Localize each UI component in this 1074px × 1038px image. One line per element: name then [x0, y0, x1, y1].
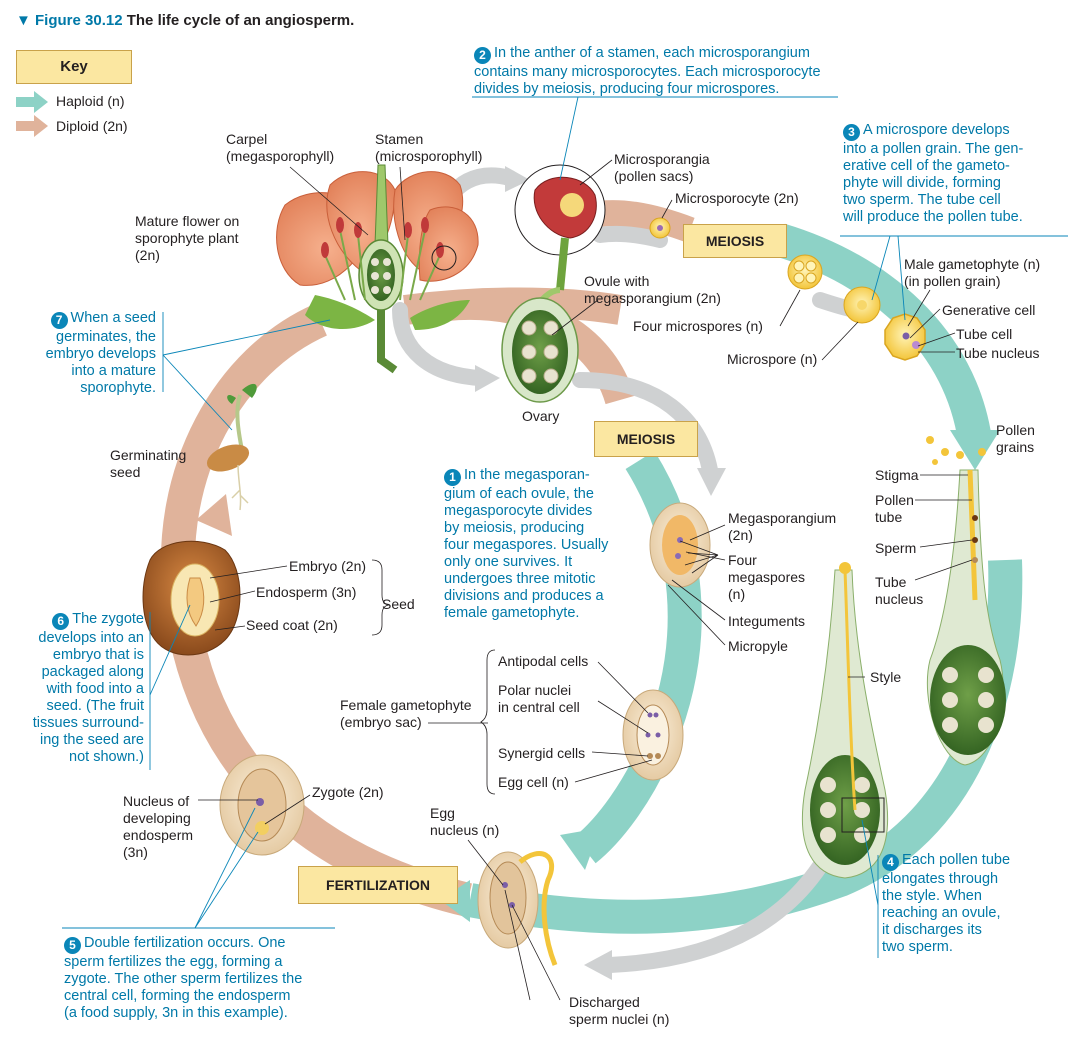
- note-7-text: When a seed germinates, the embryo devel…: [45, 310, 156, 396]
- label-endosperm: Endosperm (3n): [256, 584, 357, 600]
- meiosis-top-stage: MEIOSIS: [683, 224, 787, 258]
- label-discharged-sperm: Discharged sperm nuclei (n): [569, 994, 670, 1027]
- note-4-text: Each pollen tube elongates through the s…: [882, 852, 1011, 955]
- label-pollen-grains: Pollen grains: [996, 422, 1035, 455]
- note-7-number: 7: [50, 312, 68, 329]
- label-integuments: Integuments: [728, 613, 806, 629]
- note-2-number: 2: [474, 47, 491, 64]
- label-egg-nucleus: Egg nucleus (n): [430, 805, 500, 838]
- label-germinating-seed: Germinating seed: [110, 447, 187, 480]
- note-5-number: 5: [64, 937, 81, 954]
- label-seed: Seed: [382, 596, 415, 612]
- label-synergid-cells: Synergid cells: [498, 745, 586, 761]
- label-carpel: Carpel (megasporophyll): [226, 131, 335, 164]
- microspore-stages: [649, 217, 926, 361]
- key-arrows: [16, 91, 48, 137]
- label-micropyle: Micropyle: [728, 638, 788, 654]
- label-sperm: Sperm: [875, 540, 917, 556]
- process-arrows: [392, 167, 863, 973]
- label-four-megaspores: Four megaspores (n): [728, 552, 806, 602]
- label-leader-lines: [198, 159, 973, 1001]
- seed-illustration: [142, 540, 241, 656]
- megasporangium-ovule: [649, 502, 711, 588]
- label-stamen: Stamen (microsporophyll): [375, 131, 483, 164]
- label-zygote: Zygote (2n): [312, 784, 384, 800]
- flower-illustration: [276, 164, 479, 374]
- embryo-sac-ovule: [622, 689, 684, 781]
- note-2-text: In the anther of a stamen, each microspo…: [474, 45, 821, 97]
- label-nucleus-endosperm: Nucleus of developing endosperm (3n): [123, 793, 194, 860]
- key-haploid-label: Haploid (n): [56, 93, 125, 109]
- label-four-microspores: Four microspores (n): [633, 318, 763, 334]
- note-leader-lines: [62, 96, 1068, 958]
- label-microspore: Microspore (n): [727, 351, 818, 367]
- label-seed-coat: Seed coat (2n): [246, 617, 338, 633]
- anther-closeup: [514, 164, 606, 291]
- seedling-illustration: [206, 383, 257, 511]
- label-pollen-tube: Pollen tube: [875, 492, 914, 525]
- label-female-gametophyte: Female gametophyte (embryo sac): [340, 697, 472, 730]
- figure-title: ▼ Figure 30.12 The life cycle of an angi…: [16, 12, 354, 29]
- label-microsporocyte: Microsporocyte (2n): [675, 190, 799, 206]
- label-tube-nucleus: Tube nucleus: [875, 574, 924, 607]
- figure-caption: The life cycle of an angiosperm.: [126, 12, 355, 29]
- label-antipodal-cells: Antipodal cells: [498, 653, 589, 669]
- figure-number: ▼ Figure 30.12: [16, 12, 123, 29]
- label-ovule: Ovule with megasporangium (2n): [584, 273, 721, 306]
- note-6-text: The zygote develops into an embryo that …: [32, 611, 144, 765]
- label-polar-nuclei: Polar nuclei in central cell: [498, 682, 580, 715]
- note-3-number: 3: [843, 124, 860, 141]
- note-4-number: 4: [882, 854, 899, 871]
- zygote-ovule: [219, 754, 305, 856]
- note-1-text: In the megasporan- gium of each ovule, t…: [444, 467, 609, 621]
- pistil-illustrations: [801, 436, 1006, 879]
- fertilization-ovule: [477, 851, 558, 966]
- label-microsporangia: Microsporangia (pollen sacs): [614, 151, 710, 184]
- ovary-illustration: [501, 287, 579, 403]
- label-embryo: Embryo (2n): [289, 558, 367, 574]
- label-generative-cell: Generative cell: [942, 302, 1036, 318]
- meiosis-mid-stage: MEIOSIS: [594, 421, 698, 457]
- label-egg-cell: Egg cell (n): [498, 774, 569, 790]
- note-5-text: Double fertilization occurs. One sperm f…: [64, 935, 303, 1021]
- label-megasporangium: Megasporangium (2n): [728, 510, 837, 543]
- label-ovary: Ovary: [522, 408, 560, 424]
- key-diploid-label: Diploid (2n): [56, 118, 128, 134]
- label-style: Style: [870, 669, 902, 685]
- label-tube-cell: Tube cell: [956, 326, 1013, 342]
- note-1-number: 1: [444, 469, 461, 486]
- label-mature-flower: Mature flower on sporophyte plant (2n): [135, 213, 240, 263]
- label-tube-nucleus-top: Tube nucleus: [956, 345, 1040, 361]
- note-3-text: A microspore develops into a pollen grai…: [843, 122, 1024, 225]
- note-6-number: 6: [52, 613, 70, 630]
- key-title: Key: [16, 50, 132, 84]
- label-stigma: Stigma: [875, 467, 919, 483]
- fertilization-stage: FERTILIZATION: [298, 866, 458, 904]
- label-male-gametophyte: Male gametophyte (n) (in pollen grain): [904, 256, 1041, 289]
